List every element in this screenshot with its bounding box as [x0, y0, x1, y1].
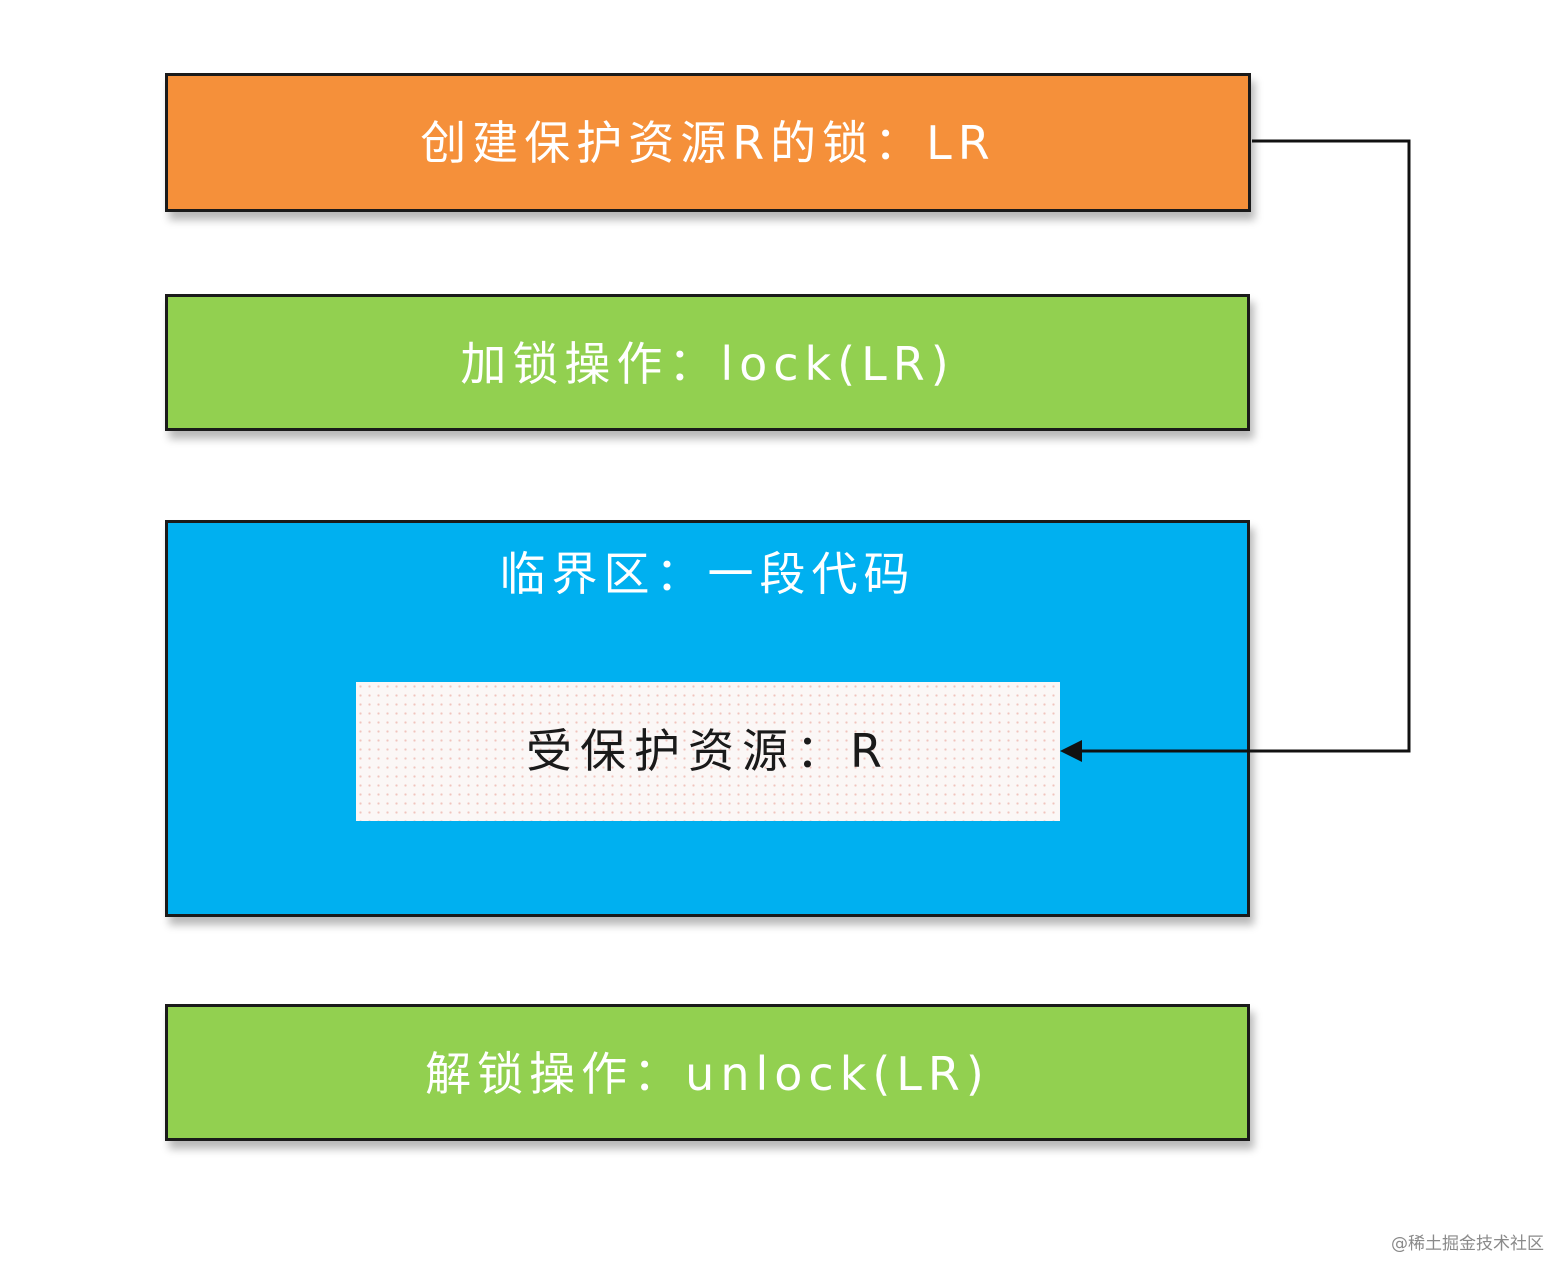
lock-operation-box: 加锁操作：lock(LR) [165, 294, 1250, 431]
protected-resource-label: 受保护资源：R [526, 724, 890, 778]
unlock-operation-label: 解锁操作：unlock(LR) [425, 1047, 990, 1101]
critical-section-box: 临界区：一段代码 受保护资源：R [165, 520, 1250, 917]
protected-resource-box: 受保护资源：R [356, 682, 1060, 821]
watermark: @稀土掘金技术社区 [1391, 1234, 1544, 1254]
critical-section-label: 临界区：一段代码 [499, 547, 916, 601]
lock-operation-label: 加锁操作：lock(LR) [460, 337, 955, 391]
create-lock-label: 创建保护资源R的锁：LR [420, 116, 996, 170]
unlock-operation-box: 解锁操作：unlock(LR) [165, 1004, 1250, 1141]
create-lock-box: 创建保护资源R的锁：LR [165, 73, 1251, 212]
